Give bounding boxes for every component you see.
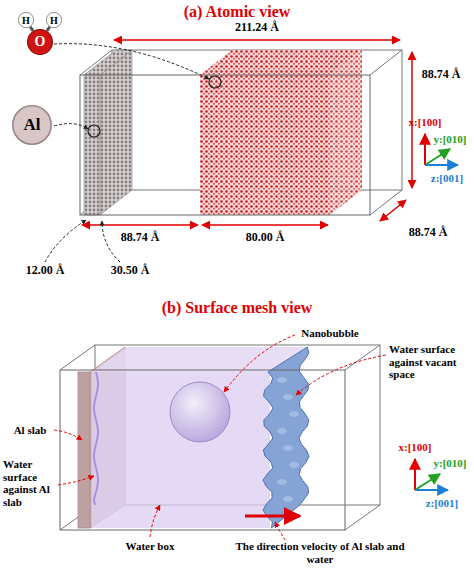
- axis-label: z:[001]: [426, 497, 458, 510]
- atom-circle-shape: [18, 12, 33, 27]
- dimension-label: 88.74 Å: [409, 226, 448, 240]
- pick-circle: [209, 76, 221, 88]
- dimension-leaders: [45, 220, 120, 262]
- atom-circle: H: [46, 12, 62, 28]
- dimension-label: 88.74 Å: [422, 68, 461, 82]
- axis-label: x:[100]: [409, 116, 442, 129]
- axis-label: x:[100]: [399, 441, 432, 454]
- dimension-label: 12.00 Å: [26, 264, 65, 278]
- atom-symbol: H: [22, 15, 30, 26]
- callout-label: Water surface against vacant space: [389, 343, 471, 381]
- callout-label: Water box: [126, 540, 175, 553]
- nanobubble: [170, 382, 230, 442]
- axis-label: y:[010]: [434, 133, 467, 146]
- surface-texture: [283, 496, 293, 502]
- atom-circle-shape: [46, 12, 61, 27]
- axis-label: z:[001]: [431, 172, 463, 185]
- dimension-label: 211.24 Å: [235, 21, 279, 35]
- atom-circle-shape: [28, 30, 53, 55]
- water-surface-mesh: [263, 347, 309, 528]
- callout-label: Al slab: [14, 424, 47, 437]
- bond-line: [47, 27, 50, 31]
- callout-leaders: [54, 335, 386, 540]
- surface-texture: [283, 445, 293, 451]
- panel-title: (a) Atomic view: [184, 3, 291, 21]
- surface-texture: [283, 394, 293, 400]
- atom-leaders: [54, 44, 209, 129]
- callout-label: Water surface against Al slab: [3, 458, 61, 509]
- surface-texture: [277, 479, 287, 485]
- dimension-label: 80.00 Å: [246, 231, 285, 245]
- dimension-label: 88.74 Å: [121, 231, 160, 245]
- pick-circle: [88, 125, 100, 137]
- simulation-box: [60, 345, 380, 530]
- water-surface-mesh: [263, 347, 309, 528]
- atom-symbol: H: [50, 15, 58, 26]
- simulation-box-front: [60, 370, 345, 530]
- dimension-label: 30.50 Å: [111, 264, 150, 278]
- bond-line: [30, 27, 33, 31]
- dimension-arrows: [82, 40, 412, 225]
- simulation-box-front: [80, 75, 370, 215]
- atom-circle: Al: [12, 105, 52, 145]
- atom-symbol: O: [35, 34, 46, 50]
- velocity-arrow: [245, 515, 300, 518]
- atom-circle: O: [27, 29, 53, 55]
- simulation-box: [80, 50, 402, 215]
- surface-texture: [277, 377, 287, 383]
- panel-title: (b) Surface mesh view: [162, 299, 313, 317]
- surface-texture: [289, 411, 299, 417]
- callout-label: Nanobubble: [301, 327, 358, 340]
- atom-circle-shape: [13, 106, 51, 144]
- surface-texture: [289, 462, 299, 468]
- atom-circle: H: [18, 12, 34, 28]
- callout-label: The direction velocity of Al slab and wa…: [235, 540, 405, 565]
- axis-label: y:[010]: [434, 457, 467, 470]
- surface-texture: [277, 428, 287, 434]
- atom-symbol: Al: [24, 115, 41, 135]
